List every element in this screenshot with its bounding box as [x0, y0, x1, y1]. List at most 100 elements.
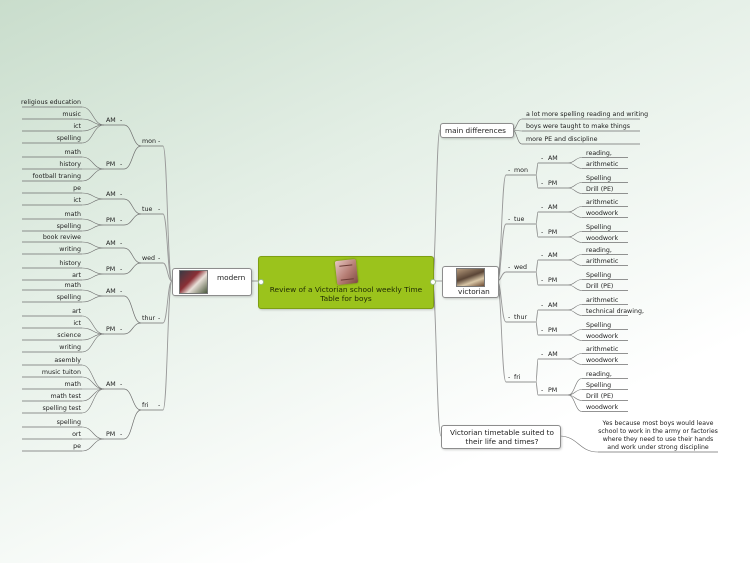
fri-pm-label[interactable]: PM [106, 431, 116, 438]
v-mon-pm-toggle[interactable]: - [541, 180, 544, 187]
v-wed-pm-label[interactable]: PM [548, 277, 558, 284]
v-tue-am-toggle[interactable]: - [541, 204, 544, 211]
leaf-thur-am-0[interactable]: math [64, 282, 81, 289]
v-leaf-mon-am-1[interactable]: arithmetic [586, 160, 619, 168]
thur-pm-label[interactable]: PM [106, 326, 116, 333]
leaf-fri-am-1[interactable]: music tuiton [41, 369, 81, 376]
v-day-fri-label[interactable]: fri [514, 374, 521, 381]
collapse-left-icon[interactable] [258, 279, 264, 285]
wed-am-toggle[interactable]: - [120, 240, 123, 247]
v-leaf-tue-am-0[interactable]: arithmetic [586, 198, 619, 206]
v-fri-am-toggle[interactable]: - [541, 351, 544, 358]
thur-am-label[interactable]: AM [106, 288, 116, 295]
leaf-fri-pm-2[interactable]: pe [73, 443, 81, 450]
leaf-mon-am-3[interactable]: spelling [56, 135, 81, 142]
v-fri-am-label[interactable]: AM [548, 351, 558, 358]
leaf-thur-pm-1[interactable]: ict [73, 320, 81, 327]
v-day-tue-label[interactable]: tue [514, 216, 525, 223]
v-leaf-wed-pm-1[interactable]: Drill (PE) [586, 282, 614, 290]
v-thur-am-toggle[interactable]: - [541, 302, 544, 309]
mon-pm-toggle[interactable]: - [120, 161, 123, 168]
v-leaf-thur-am-0[interactable]: arithmetic [586, 296, 619, 304]
v-leaf-tue-pm-0[interactable]: Spelling [586, 223, 612, 231]
v-leaf-fri-am-1[interactable]: woodwork [586, 356, 619, 364]
v-leaf-mon-pm-1[interactable]: Drill (PE) [586, 185, 614, 193]
day-wed-toggle[interactable]: - [158, 255, 161, 262]
leaf-tue-pm-0[interactable]: math [64, 211, 81, 218]
leaf-mon-am-0[interactable]: religious education [21, 99, 81, 106]
thur-am-toggle[interactable]: - [120, 288, 123, 295]
v-day-mon-toggle[interactable]: - [508, 167, 511, 174]
v-day-wed-label[interactable]: wed [514, 264, 528, 271]
v-leaf-mon-pm-0[interactable]: Spelling [586, 174, 612, 182]
v-leaf-fri-pm-0[interactable]: reading, [586, 370, 612, 378]
md-item-1[interactable]: boys were taught to make things [526, 123, 631, 130]
leaf-wed-pm-1[interactable]: art [72, 272, 81, 279]
v-mon-am-label[interactable]: AM [548, 155, 558, 162]
v-tue-am-label[interactable]: AM [548, 204, 558, 211]
v-leaf-wed-am-0[interactable]: reading, [586, 246, 612, 254]
question-node[interactable]: Victorian timetable suited to their life… [441, 425, 561, 449]
leaf-thur-pm-2[interactable]: science [57, 332, 81, 339]
v-tue-pm-toggle[interactable]: - [541, 229, 544, 236]
day-mon-label[interactable]: mon [142, 138, 156, 145]
modern-node[interactable]: modern [172, 268, 252, 296]
tue-pm-label[interactable]: PM [106, 217, 116, 224]
v-leaf-wed-pm-0[interactable]: Spelling [586, 271, 612, 279]
wed-pm-label[interactable]: PM [106, 266, 116, 273]
md-item-2[interactable]: more PE and discipline [526, 136, 598, 143]
v-day-mon-label[interactable]: mon [514, 167, 528, 174]
mon-pm-label[interactable]: PM [106, 161, 116, 168]
v-wed-am-label[interactable]: AM [548, 252, 558, 259]
tue-am-label[interactable]: AM [106, 191, 116, 198]
fri-am-label[interactable]: AM [106, 381, 116, 388]
v-fri-pm-label[interactable]: PM [548, 387, 558, 394]
collapse-right-icon[interactable] [430, 279, 436, 285]
v-leaf-fri-pm-1[interactable]: Spelling [586, 381, 612, 389]
v-wed-am-toggle[interactable]: - [541, 252, 544, 259]
v-tue-pm-label[interactable]: PM [548, 229, 558, 236]
leaf-tue-pm-1[interactable]: spelling [56, 223, 81, 230]
leaf-tue-am-0[interactable]: pe [73, 185, 81, 192]
v-leaf-mon-am-0[interactable]: reading, [586, 149, 612, 157]
mon-am-label[interactable]: AM [106, 117, 116, 124]
leaf-fri-am-2[interactable]: math [64, 381, 81, 388]
wed-pm-toggle[interactable]: - [120, 266, 123, 273]
leaf-mon-am-1[interactable]: music [62, 111, 81, 118]
fri-pm-toggle[interactable]: - [120, 431, 123, 438]
v-leaf-fri-pm-3[interactable]: woodwork [586, 403, 619, 411]
leaf-fri-am-4[interactable]: spelling test [42, 405, 81, 412]
tue-pm-toggle[interactable]: - [120, 217, 123, 224]
day-fri-label[interactable]: fri [142, 402, 149, 409]
v-mon-am-toggle[interactable]: - [541, 155, 544, 162]
leaf-thur-am-1[interactable]: spelling [56, 294, 81, 301]
v-day-fri-toggle[interactable]: - [508, 374, 511, 381]
day-thur-toggle[interactable]: - [158, 315, 161, 322]
v-wed-pm-toggle[interactable]: - [541, 277, 544, 284]
mon-am-toggle[interactable]: - [120, 117, 123, 124]
day-fri-toggle[interactable]: - [158, 402, 161, 409]
leaf-fri-pm-0[interactable]: spelling [56, 419, 81, 426]
central-topic[interactable]: Review of a Victorian school weekly Time… [258, 256, 434, 309]
thur-pm-toggle[interactable]: - [120, 326, 123, 333]
leaf-fri-am-3[interactable]: math test [50, 393, 81, 400]
v-thur-pm-toggle[interactable]: - [541, 327, 544, 334]
v-leaf-thur-am-1[interactable]: technical drawing, [586, 307, 644, 315]
main-differences-node[interactable]: main differences [440, 123, 514, 138]
day-mon-toggle[interactable]: - [158, 138, 161, 145]
leaf-wed-pm-0[interactable]: history [59, 260, 81, 267]
leaf-thur-pm-3[interactable]: writing [59, 344, 81, 351]
leaf-wed-am-0[interactable]: book reviwe [42, 234, 81, 241]
victorian-node[interactable]: victorian [442, 266, 499, 298]
v-leaf-thur-pm-0[interactable]: Spelling [586, 321, 612, 329]
v-fri-pm-toggle[interactable]: - [541, 387, 544, 394]
v-leaf-fri-pm-2[interactable]: Drill (PE) [586, 392, 614, 400]
leaf-fri-am-0[interactable]: asembly [54, 357, 81, 364]
leaf-mon-pm-1[interactable]: history [59, 161, 81, 168]
v-day-tue-toggle[interactable]: - [508, 216, 511, 223]
day-thur-label[interactable]: thur [142, 315, 156, 322]
wed-am-label[interactable]: AM [106, 240, 116, 247]
leaf-wed-am-1[interactable]: writing [59, 246, 81, 253]
leaf-fri-pm-1[interactable]: ort [72, 431, 81, 438]
v-thur-am-label[interactable]: AM [548, 302, 558, 309]
